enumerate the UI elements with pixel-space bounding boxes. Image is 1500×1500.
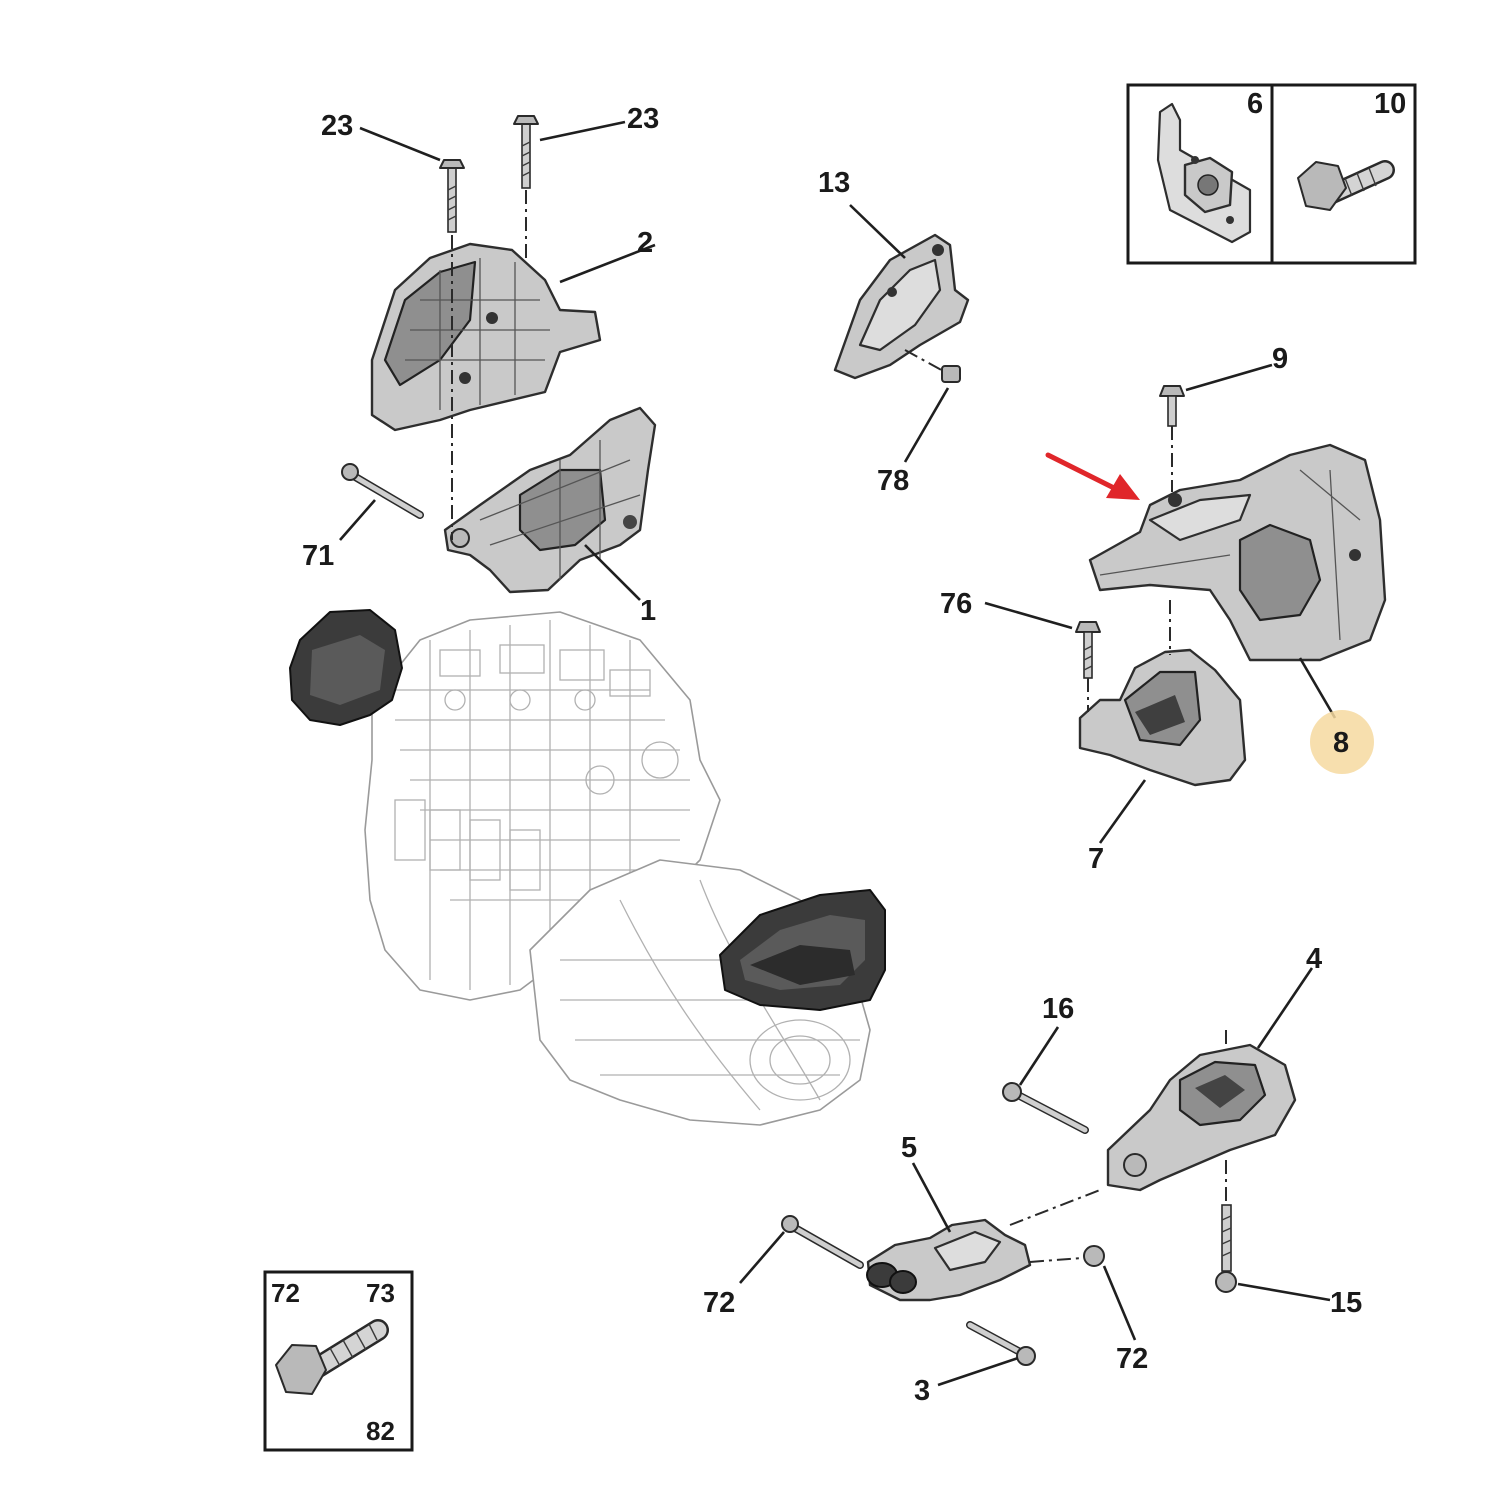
bolt-16 <box>1002 1082 1089 1134</box>
callout-9: 9 <box>1272 343 1288 375</box>
callout-16: 16 <box>1042 993 1074 1025</box>
inset-box-bottom-left: 72 73 82 <box>263 1270 414 1452</box>
part-10-bolt <box>1297 160 1395 211</box>
part-6-plate <box>1156 102 1252 244</box>
callout-15: 15 <box>1330 1287 1362 1319</box>
callout-labels: 23 23 2 71 1 13 78 9 76 8 7 4 16 5 72 72… <box>302 103 1362 1407</box>
callout-7: 7 <box>1088 843 1104 875</box>
bolt-23-right <box>513 115 539 189</box>
callout-2: 2 <box>637 227 653 259</box>
engine-gearbox-drawing <box>289 609 886 1126</box>
part-5-small-mount <box>866 1218 1032 1302</box>
inset-box-top-right: 6 10 <box>1126 83 1417 265</box>
bolt-72-right <box>1029 1245 1105 1267</box>
callout-13: 13 <box>818 167 850 199</box>
bolt-71 <box>341 463 424 519</box>
part-13-bracket <box>833 233 970 380</box>
callout-1: 1 <box>640 595 656 627</box>
callout-5: 5 <box>901 1132 917 1164</box>
callout-4: 4 <box>1306 943 1322 975</box>
part-7-mount-lower <box>1078 648 1247 787</box>
callout-3: 3 <box>914 1375 930 1407</box>
callout-23-right: 23 <box>627 103 659 135</box>
part-4-torque-rod <box>1106 1030 1297 1205</box>
part-8-highlight <box>1310 710 1374 774</box>
inset-bolt-icon <box>275 1319 389 1395</box>
inset-label-82: 82 <box>366 1416 395 1446</box>
part-8-gearbox-mount-support <box>1088 443 1387 662</box>
part-1-engine-bracket <box>443 406 657 594</box>
bolt-15 <box>1215 1204 1237 1293</box>
callout-71: 71 <box>302 540 334 572</box>
callout-72-right: 72 <box>1116 1343 1148 1375</box>
callout-23-left: 23 <box>321 110 353 142</box>
bolt-78 <box>904 349 961 383</box>
bolt-9 <box>1159 385 1185 492</box>
inset-label-6: 6 <box>1247 88 1263 120</box>
bolt-76 <box>1075 621 1101 712</box>
bolt-23-left <box>439 159 465 233</box>
callout-72-left: 72 <box>703 1287 735 1319</box>
inset-label-73: 73 <box>366 1278 395 1308</box>
leader-lines <box>339 120 1337 1387</box>
inset-label-10: 10 <box>1374 88 1406 120</box>
callout-8: 8 <box>1333 727 1349 759</box>
callout-78: 78 <box>877 465 909 497</box>
part-2-engine-mount <box>370 242 602 432</box>
bolt-72-left <box>781 1215 864 1269</box>
callout-76: 76 <box>940 588 972 620</box>
bolt-3 <box>966 1321 1036 1366</box>
red-pointer-arrow <box>1045 452 1140 500</box>
inset-label-72: 72 <box>271 1278 300 1308</box>
